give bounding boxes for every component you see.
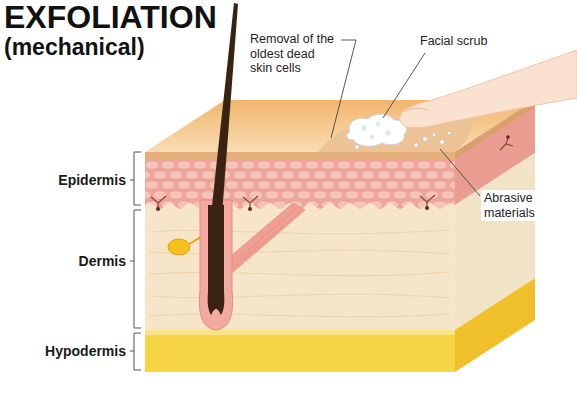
dermal-papilla — [210, 309, 222, 318]
scrub-bubble — [376, 122, 381, 127]
leader-line — [331, 40, 356, 138]
title-slot: EXFOLIATION (mechanical) — [4, 0, 244, 59]
arrector-pili-muscle — [232, 203, 305, 272]
label-slot: Facial scrub — [420, 34, 487, 49]
dermis-fiber — [150, 230, 450, 234]
scrub-bubble — [361, 125, 367, 131]
dermis-layer — [145, 203, 455, 330]
dermis-fiber — [150, 314, 450, 317]
facial-scrub — [347, 114, 407, 146]
capillary — [500, 138, 513, 150]
bracket — [130, 210, 141, 328]
label-slot: Hypodermis — [36, 343, 126, 359]
epidermis-cells — [145, 158, 455, 210]
capillary-dot — [425, 206, 429, 210]
capillary-dot — [248, 207, 252, 211]
abrasive-particle — [355, 145, 359, 149]
hypodermis-band — [145, 330, 455, 335]
capillary-dot — [156, 207, 160, 211]
dermis-fiber — [150, 294, 450, 298]
callout-label: Abrasive materials — [481, 190, 545, 221]
abrasive-particle — [440, 140, 444, 144]
layer-label: Hypodermis — [36, 343, 126, 359]
abrasive-particle — [423, 137, 428, 142]
capillary — [420, 195, 435, 207]
hair-root — [208, 205, 225, 318]
label-slot: Removal of the oldest dead skin cells — [250, 32, 337, 76]
scrub-bubble — [370, 135, 374, 139]
scrub-bubble — [385, 130, 391, 136]
dermis-fiber — [150, 250, 450, 254]
abrasive-particle — [432, 133, 436, 137]
capillary-dot — [506, 135, 510, 139]
layer-label: Dermis — [36, 253, 126, 269]
fingernail — [405, 108, 428, 112]
label-slot: Abrasive materials — [481, 190, 545, 221]
gland-duct — [189, 237, 201, 244]
hypodermis-side — [455, 278, 535, 372]
dermis-fiber — [150, 272, 450, 276]
hypodermis-layer — [145, 330, 455, 372]
capillary — [151, 196, 166, 208]
callout-label: Removal of the oldest dead skin cells — [250, 32, 337, 76]
label-slot: Dermis — [36, 253, 126, 269]
sebaceous-gland — [168, 239, 190, 255]
stratum-corneum — [145, 152, 455, 160]
abrasive-particle — [447, 131, 451, 135]
abrasive-particle — [414, 143, 418, 147]
callout-label: Facial scrub — [420, 34, 487, 49]
label-slot: Epidermis — [36, 172, 126, 188]
layer-label: Epidermis — [36, 172, 126, 188]
bracket — [130, 152, 141, 205]
leader-line — [440, 149, 480, 196]
diagram-title: EXFOLIATION (mechanical) — [4, 0, 244, 59]
hair-follicle — [199, 200, 232, 330]
finger — [400, 50, 577, 128]
capillary — [243, 196, 258, 208]
muscle-fiber — [236, 209, 300, 265]
bracket — [130, 333, 141, 370]
